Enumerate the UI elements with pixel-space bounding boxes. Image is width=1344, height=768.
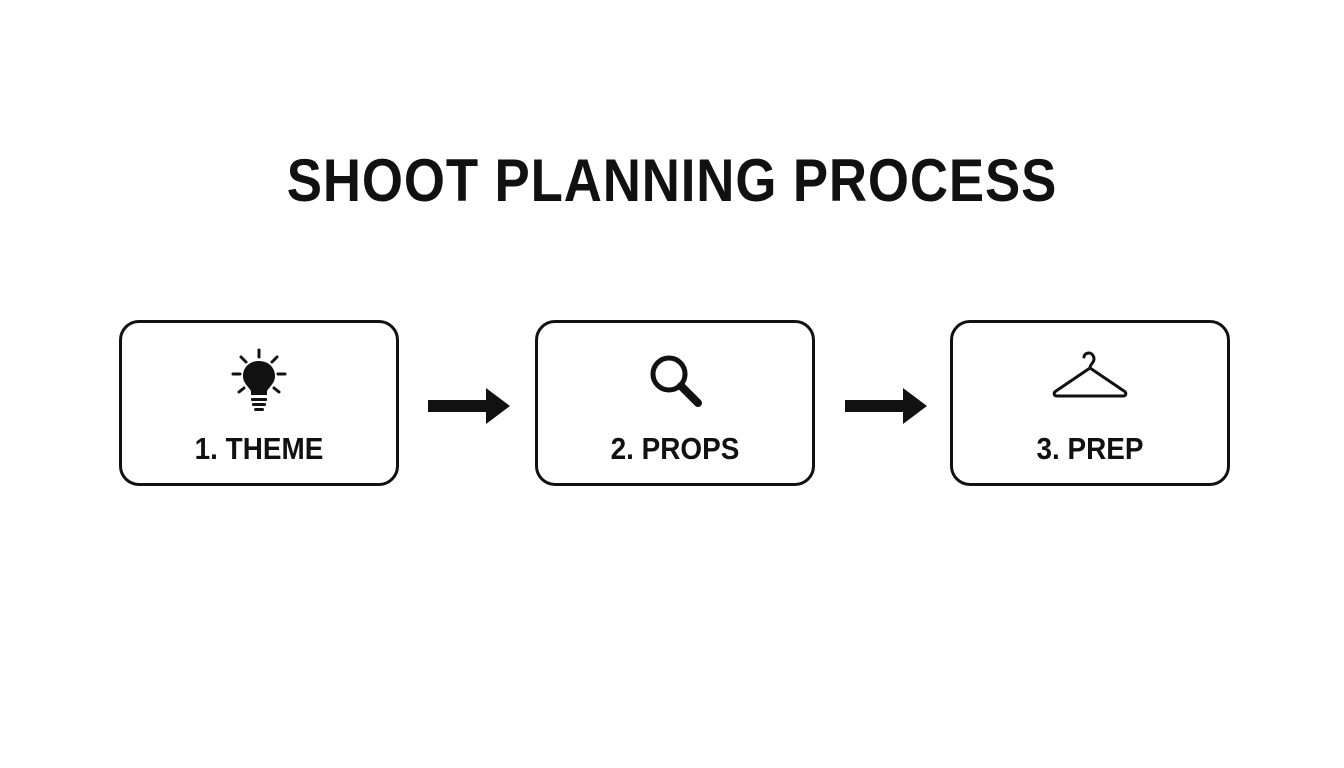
- step-label-prep: 3. PREP: [1036, 431, 1144, 466]
- step-label-props: 2. PROPS: [610, 431, 740, 466]
- diagram-title: SHOOT PLANNING PROCESS: [286, 147, 1058, 214]
- step-box-props: 2. PROPS: [535, 320, 815, 486]
- right-arrow-icon: [428, 388, 510, 424]
- magnifying-glass-icon: [538, 343, 812, 419]
- clothes-hanger-icon: [953, 343, 1227, 419]
- step-box-theme: 1. THEME: [119, 320, 399, 486]
- right-arrow-icon: [845, 388, 927, 424]
- step-box-prep: 3. PREP: [950, 320, 1230, 486]
- step-label-theme: 1. THEME: [194, 431, 324, 466]
- lightbulb-icon: [122, 343, 396, 419]
